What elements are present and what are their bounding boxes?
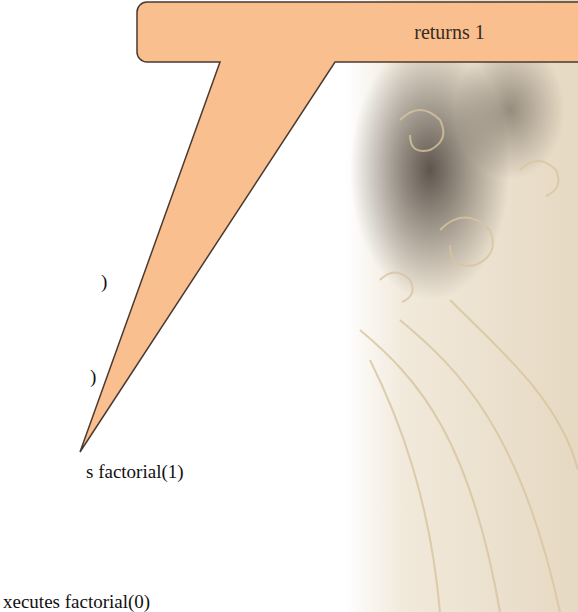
code-fragment: ) bbox=[90, 367, 96, 388]
image-ground bbox=[345, 0, 578, 612]
callout-outline bbox=[80, 2, 578, 452]
swirl-lines bbox=[360, 110, 578, 612]
code-fragment: s factorial(1) bbox=[86, 462, 184, 483]
callout-text: returns 1 bbox=[145, 21, 578, 44]
callout-box: returns 1 bbox=[137, 2, 578, 62]
code-fragment: xecutes factorial(0) bbox=[3, 592, 150, 612]
callout-shape bbox=[137, 2, 578, 62]
code-fragment: ) bbox=[101, 272, 107, 293]
